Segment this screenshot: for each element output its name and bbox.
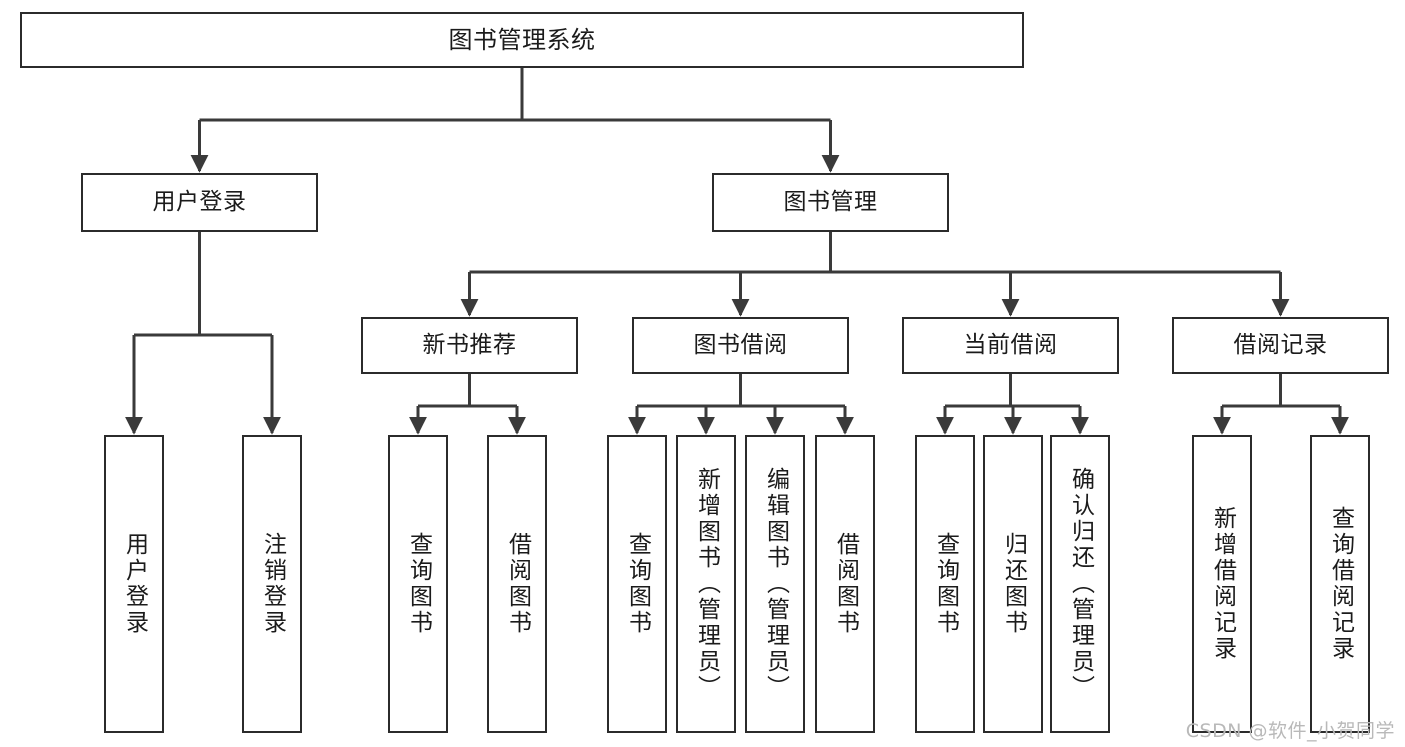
node-book-borrow[interactable]: 图书借阅 xyxy=(632,317,849,374)
node-leaf-logout-label: 注销登录 xyxy=(259,532,286,636)
node-current-borrow-label: 当前借阅 xyxy=(963,331,1058,358)
node-leaf-logout[interactable]: 注销登录 xyxy=(242,435,302,733)
node-current-borrow[interactable]: 当前借阅 xyxy=(902,317,1119,374)
node-leaf-edit-book-label: 编辑图书（管理员） xyxy=(762,467,789,701)
node-root-label: 图书管理系统 xyxy=(448,25,596,54)
node-leaf-return-book[interactable]: 归还图书 xyxy=(983,435,1043,733)
node-user-login[interactable]: 用户登录 xyxy=(81,173,318,232)
node-leaf-query-record[interactable]: 查询借阅记录 xyxy=(1310,435,1370,733)
node-leaf-query-book-2[interactable]: 查询图书 xyxy=(607,435,667,733)
node-leaf-return-book-label: 归还图书 xyxy=(1000,532,1027,636)
node-borrow-record[interactable]: 借阅记录 xyxy=(1172,317,1389,374)
node-root[interactable]: 图书管理系统 xyxy=(20,12,1024,68)
node-borrow-record-label: 借阅记录 xyxy=(1233,331,1328,358)
node-leaf-add-book[interactable]: 新增图书（管理员） xyxy=(676,435,736,733)
node-leaf-edit-book[interactable]: 编辑图书（管理员） xyxy=(745,435,805,733)
node-leaf-borrow-book-1[interactable]: 借阅图书 xyxy=(487,435,547,733)
node-leaf-add-record-label: 新增借阅记录 xyxy=(1209,506,1236,662)
node-leaf-borrow-book-2-label: 借阅图书 xyxy=(832,532,859,636)
node-new-book-rec[interactable]: 新书推荐 xyxy=(361,317,578,374)
node-leaf-query-book-3-label: 查询图书 xyxy=(932,532,959,636)
node-leaf-confirm-return[interactable]: 确认归还（管理员） xyxy=(1050,435,1110,733)
watermark: CSDN @软件_小贺同学 xyxy=(1185,720,1395,742)
node-book-manage[interactable]: 图书管理 xyxy=(712,173,949,232)
node-leaf-query-record-label: 查询借阅记录 xyxy=(1327,506,1354,662)
node-leaf-add-book-label: 新增图书（管理员） xyxy=(693,467,720,701)
node-leaf-query-book-1[interactable]: 查询图书 xyxy=(388,435,448,733)
node-book-manage-label: 图书管理 xyxy=(783,188,878,215)
node-leaf-borrow-book-2[interactable]: 借阅图书 xyxy=(815,435,875,733)
node-user-login-label: 用户登录 xyxy=(152,188,247,215)
node-new-book-rec-label: 新书推荐 xyxy=(422,331,517,358)
node-leaf-query-book-1-label: 查询图书 xyxy=(405,532,432,636)
node-leaf-borrow-book-1-label: 借阅图书 xyxy=(504,532,531,636)
node-leaf-confirm-return-label: 确认归还（管理员） xyxy=(1067,467,1094,701)
node-leaf-query-book-2-label: 查询图书 xyxy=(624,532,651,636)
node-book-borrow-label: 图书借阅 xyxy=(693,331,788,358)
node-leaf-query-book-3[interactable]: 查询图书 xyxy=(915,435,975,733)
node-leaf-add-record[interactable]: 新增借阅记录 xyxy=(1192,435,1252,733)
node-leaf-user-login-label: 用户登录 xyxy=(121,532,148,636)
node-leaf-user-login[interactable]: 用户登录 xyxy=(104,435,164,733)
